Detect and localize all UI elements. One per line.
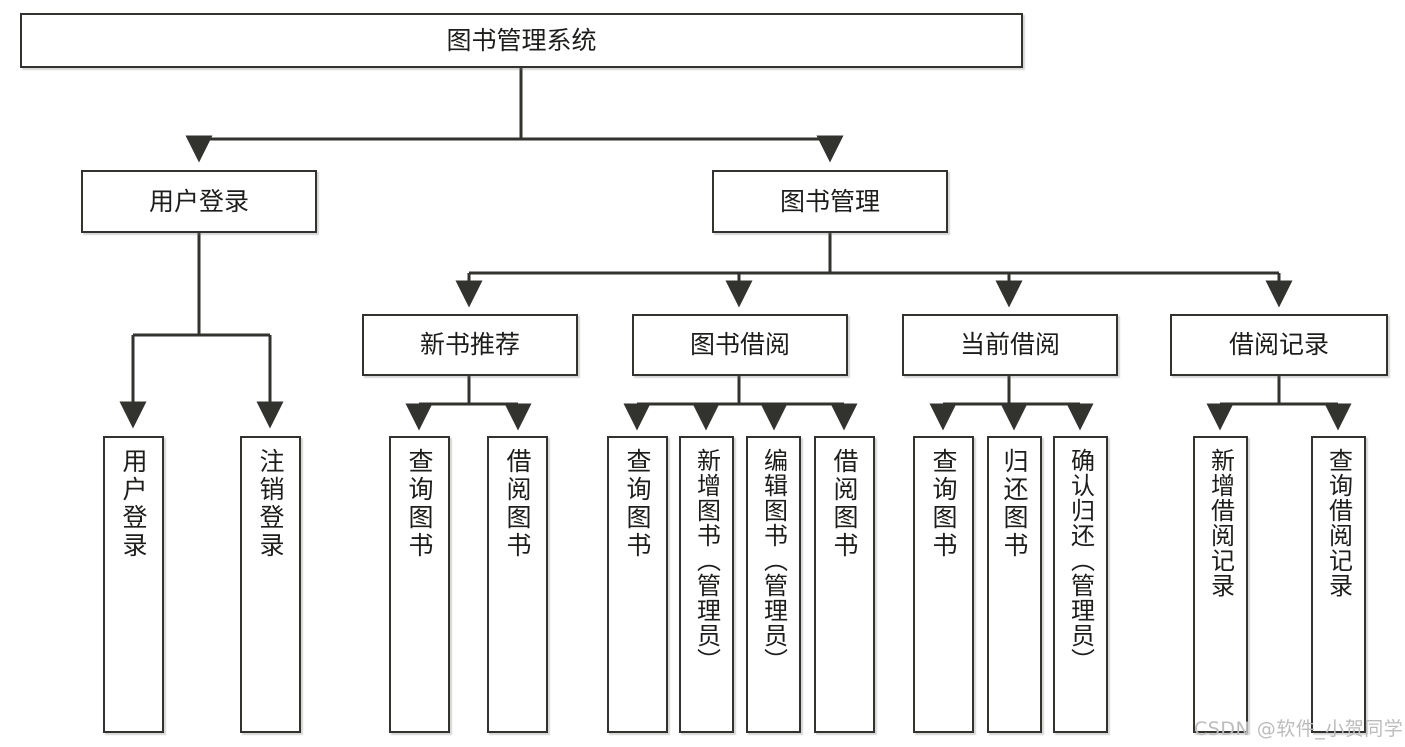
node-leaf-user-logout-label: 注销登录 <box>256 448 285 560</box>
node-leaf-borrow-add-book[interactable]: 新增图书（管理员） <box>679 436 734 733</box>
node-book-borrow[interactable]: 图书借阅 <box>632 314 848 376</box>
node-book-management[interactable]: 图书管理 <box>712 170 948 233</box>
node-user-login-label: 用户登录 <box>148 186 249 216</box>
node-new-book-recommend-label: 新书推荐 <box>419 330 520 360</box>
csdn-watermark: CSDN @软件_小贺同学 <box>1194 718 1404 740</box>
node-leaf-user-login[interactable]: 用户登录 <box>103 436 164 733</box>
node-borrow-record[interactable]: 借阅记录 <box>1170 314 1388 376</box>
node-book-borrow-label: 图书借阅 <box>689 330 790 360</box>
node-leaf-current-query-book[interactable]: 查询图书 <box>913 436 974 733</box>
node-leaf-record-add-label: 新增借阅记录 <box>1206 448 1235 598</box>
node-borrow-record-label: 借阅记录 <box>1228 330 1329 360</box>
node-leaf-record-query-label: 查询借阅记录 <box>1324 448 1353 598</box>
node-leaf-current-confirm-return-label: 确认归还（管理员） <box>1066 448 1095 673</box>
node-current-borrow[interactable]: 当前借阅 <box>902 314 1118 376</box>
node-leaf-borrow-edit-book[interactable]: 编辑图书（管理员） <box>746 436 801 733</box>
node-leaf-borrow-borrow-book-label: 借阅图书 <box>830 448 859 560</box>
node-root[interactable]: 图书管理系统 <box>20 13 1023 68</box>
node-user-login[interactable]: 用户登录 <box>81 170 317 233</box>
node-leaf-borrow-borrow-book[interactable]: 借阅图书 <box>814 436 875 733</box>
node-current-borrow-label: 当前借阅 <box>959 330 1060 360</box>
node-leaf-recommend-borrow-book-label: 借阅图书 <box>503 448 532 560</box>
node-leaf-current-return-book[interactable]: 归还图书 <box>987 436 1042 733</box>
node-leaf-recommend-borrow-book[interactable]: 借阅图书 <box>487 436 548 733</box>
node-leaf-borrow-query-book[interactable]: 查询图书 <box>607 436 668 733</box>
node-leaf-borrow-query-book-label: 查询图书 <box>623 448 652 560</box>
node-leaf-record-add[interactable]: 新增借阅记录 <box>1193 436 1248 733</box>
node-leaf-user-logout[interactable]: 注销登录 <box>240 436 301 733</box>
node-leaf-recommend-query-book[interactable]: 查询图书 <box>389 436 450 733</box>
node-book-management-label: 图书管理 <box>779 186 880 216</box>
node-leaf-borrow-edit-book-label: 编辑图书（管理员） <box>759 448 788 673</box>
node-root-label: 图书管理系统 <box>446 25 597 55</box>
node-leaf-recommend-query-book-label: 查询图书 <box>405 448 434 560</box>
node-leaf-current-query-book-label: 查询图书 <box>929 448 958 560</box>
node-leaf-borrow-add-book-label: 新增图书（管理员） <box>692 448 721 673</box>
node-leaf-current-confirm-return[interactable]: 确认归还（管理员） <box>1053 436 1108 733</box>
node-leaf-record-query[interactable]: 查询借阅记录 <box>1311 436 1366 733</box>
node-new-book-recommend[interactable]: 新书推荐 <box>362 314 578 376</box>
node-leaf-user-login-label: 用户登录 <box>119 448 148 560</box>
node-leaf-current-return-book-label: 归还图书 <box>1000 448 1029 560</box>
